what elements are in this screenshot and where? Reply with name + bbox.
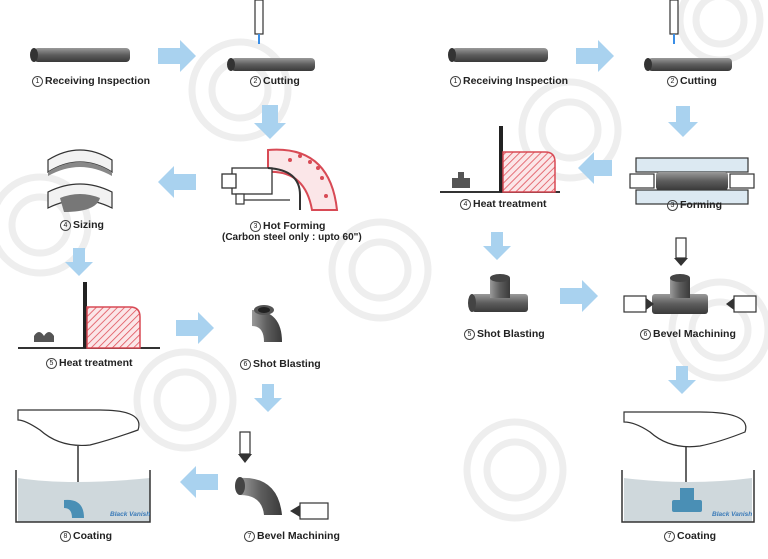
tee-fitting-icon: [468, 274, 528, 312]
forming-press-icon: [629, 157, 755, 205]
step-number: 2: [250, 76, 261, 87]
arrow-icon: [158, 166, 196, 198]
step-number: 3: [667, 200, 678, 211]
step-label-text: Heat treatment: [59, 357, 133, 369]
step-label-text: Shot Blasting: [477, 328, 545, 340]
bevel-machine-icon: [623, 237, 757, 314]
step-number: 8: [60, 531, 71, 542]
step-label-text: Sizing: [73, 219, 104, 231]
step-number: 1: [32, 76, 43, 87]
arrow-icon: [483, 232, 511, 260]
pipe-icon: [448, 48, 548, 62]
step-number: 7: [244, 531, 255, 542]
step-label-text: Heat treatment: [473, 198, 547, 210]
step-number: 4: [60, 220, 71, 231]
watermark-logo: [0, 0, 768, 522]
step-label-text: Receiving Inspection: [45, 75, 151, 87]
step-label-text: Cutting: [263, 75, 300, 87]
arrow-icon: [65, 248, 93, 276]
arrow-icon: [254, 105, 286, 139]
arrow-icon: [180, 466, 218, 498]
cutting-torch-icon: [644, 0, 732, 71]
arrow-icon: [560, 280, 598, 312]
step-number: 1: [450, 76, 461, 87]
step-label-text: Coating: [73, 530, 113, 542]
step-label-text: Shot Blasting: [253, 358, 321, 370]
step-label-text: Coating: [677, 530, 717, 542]
elbow-icon: [252, 305, 282, 342]
step-label-text: Cutting: [680, 75, 717, 87]
step-label-text: Forming: [680, 199, 722, 211]
step-number: 6: [240, 359, 251, 370]
arrow-icon: [668, 366, 696, 394]
step-number: 7: [664, 531, 675, 542]
cutting-torch-icon: [227, 0, 315, 71]
tank-label: Black Vanish: [110, 511, 151, 518]
step-number: 5: [46, 358, 57, 369]
heat-furnace-icon: [440, 126, 560, 193]
coating-tank-icon: [621, 411, 755, 523]
step-number: 3: [250, 221, 261, 232]
coating-tank-icon: [15, 409, 151, 523]
step-number: 4: [460, 199, 471, 210]
arrow-icon: [254, 384, 282, 412]
step-label-text: Hot Forming: [263, 220, 326, 232]
step-label-text: Receiving Inspection: [463, 75, 569, 87]
step-label-text: Bevel Machining: [653, 328, 736, 340]
arrow-icon: [176, 312, 214, 344]
hot-forming-note: (Carbon steel only : upto 60"): [222, 232, 362, 243]
tank-label: Black Vanish: [712, 511, 753, 518]
arrow-icon: [158, 40, 196, 72]
arrow-icon: [668, 106, 698, 137]
arrow-icon: [576, 40, 614, 72]
heat-furnace-icon: [18, 282, 160, 349]
pipe-icon: [30, 48, 130, 62]
step-number: 2: [667, 76, 678, 87]
step-number: 5: [464, 329, 475, 340]
step-label-text: Bevel Machining: [257, 530, 340, 542]
bevel-machine-icon: [235, 431, 329, 520]
sizing-die-icon: [47, 149, 113, 212]
hot-forming-icon: [221, 148, 339, 211]
step-number: 6: [640, 329, 651, 340]
arrow-icon: [578, 152, 612, 184]
